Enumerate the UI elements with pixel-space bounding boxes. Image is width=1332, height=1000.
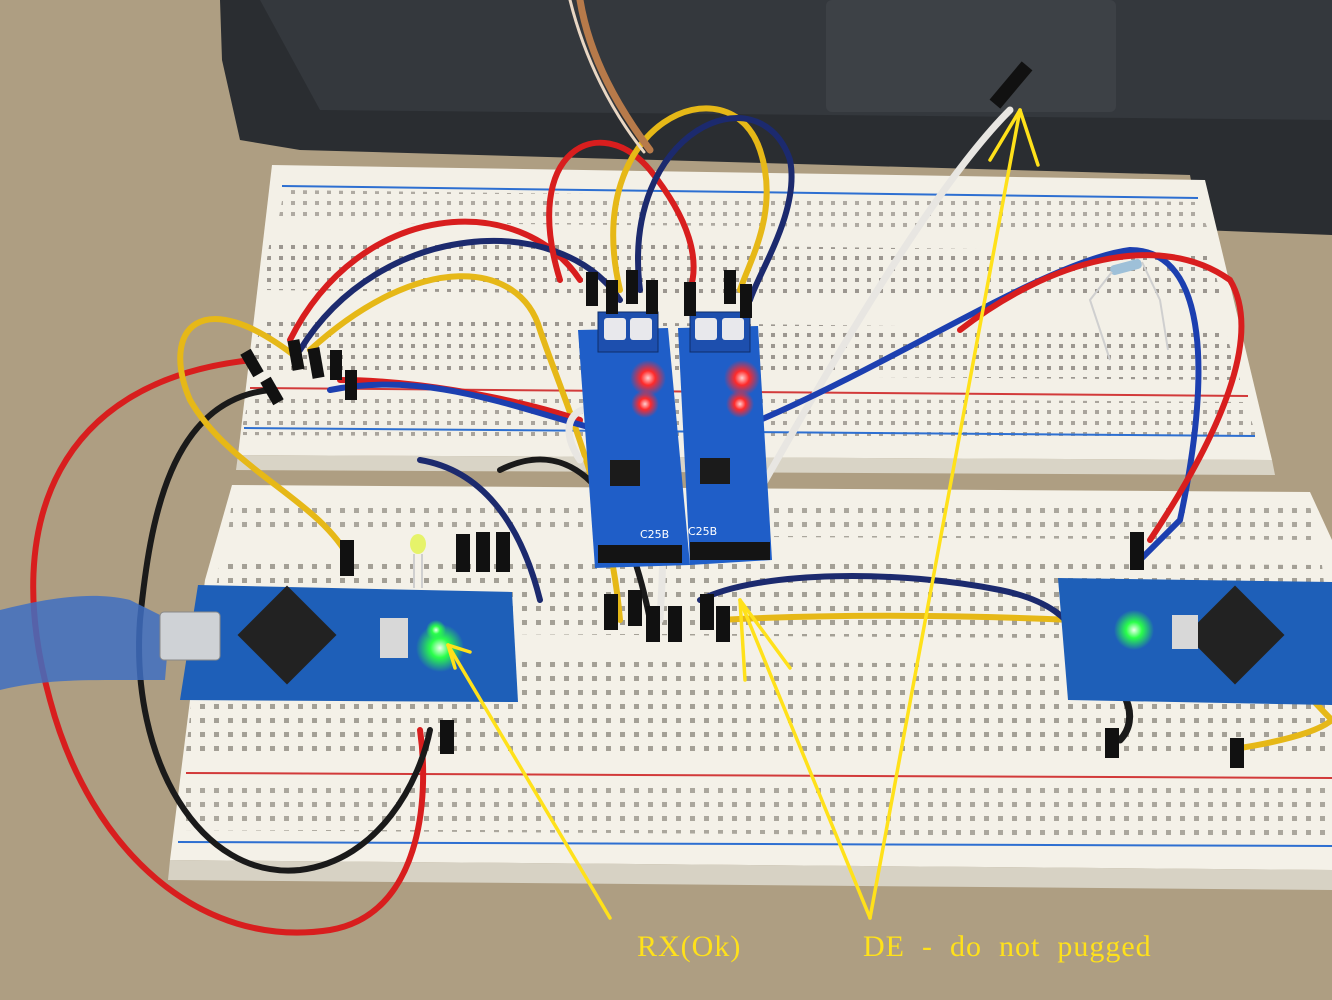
led-icon [630, 360, 666, 396]
jumper-headers [240, 61, 1244, 768]
arduino-nano-left [180, 585, 518, 702]
led-icon [1114, 610, 1154, 650]
chip-code-right: C25B [688, 525, 717, 538]
rx-ok-label: RX(Ok) [637, 930, 742, 963]
annotation-arrows [446, 108, 1040, 920]
de-not-plugged-label: DE - do not pugged [863, 930, 1152, 963]
laptop [220, 0, 1332, 235]
resistor [1088, 258, 1169, 361]
breadboard-top [236, 165, 1275, 475]
rs485-module-left: C25B [578, 311, 690, 568]
chip-code-left: C25B [640, 528, 669, 541]
led-icon [724, 360, 760, 396]
rs485-module-right: C25B [678, 311, 772, 565]
usb-cable-icon [0, 595, 221, 690]
arduino-nano-right [1058, 578, 1332, 705]
led-icon [410, 534, 426, 588]
